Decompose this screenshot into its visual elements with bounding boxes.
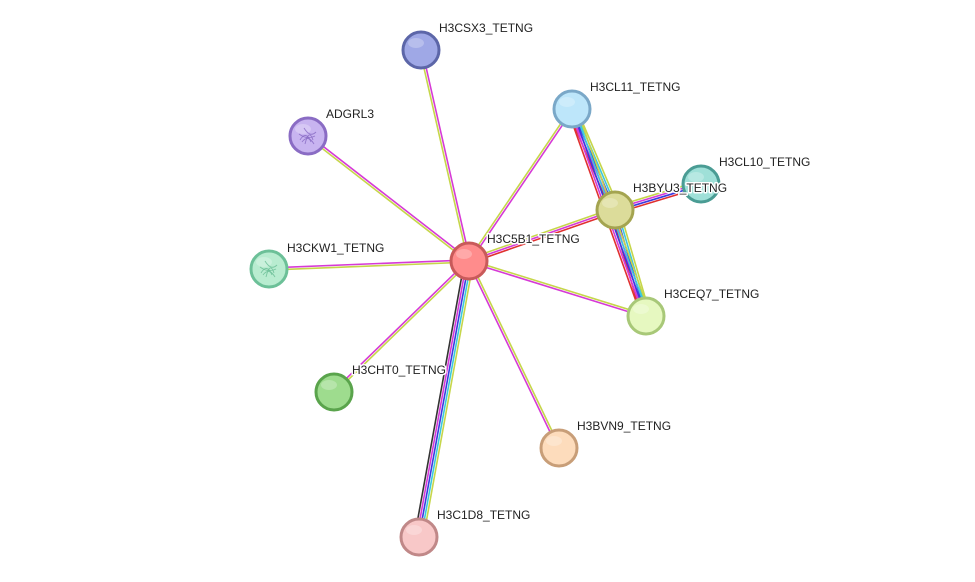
edge-evidence-line bbox=[468, 209, 616, 262]
node-label: H3C1D8_TETNG bbox=[437, 508, 530, 522]
node-layer: H3C5B1_TETNG H3CSX3_TETNG ADGRL3 H3CL11_TET… bbox=[249, 20, 812, 557]
edge-evidence-line bbox=[420, 261, 472, 538]
node-H3CL11_TETNG[interactable]: H3CL11_TETNG bbox=[552, 79, 682, 129]
node-label: H3CKW1_TETNG bbox=[287, 241, 384, 255]
node-highlight bbox=[406, 525, 422, 535]
edge-evidence-line bbox=[468, 261, 646, 318]
edge-evidence-line bbox=[469, 260, 561, 448]
node-H3BVN9_TETNG[interactable]: H3BVN9_TETNG bbox=[539, 418, 673, 468]
node-H3C5B1_TETNG[interactable]: H3C5B1_TETNG bbox=[449, 231, 581, 281]
node-H3C1D8_TETNG[interactable]: H3C1D8_TETNG bbox=[399, 507, 532, 557]
edge-evidence-line bbox=[308, 134, 471, 261]
edge-evidence-line bbox=[413, 260, 466, 537]
node-circle[interactable] bbox=[314, 372, 354, 412]
node-H3CEQ7_TETNG[interactable]: H3CEQ7_TETNG bbox=[626, 286, 761, 336]
node-circle[interactable] bbox=[681, 164, 721, 204]
node-highlight bbox=[546, 436, 562, 446]
node-highlight bbox=[602, 198, 618, 208]
node-label: H3CEQ7_TETNG bbox=[664, 287, 759, 301]
protein-structure-icon bbox=[298, 127, 317, 145]
node-label: H3C5B1_TETNG bbox=[487, 232, 580, 246]
node-H3CKW1_TETNG[interactable]: H3CKW1_TETNG bbox=[249, 240, 386, 289]
node-highlight bbox=[256, 257, 272, 267]
edge-evidence-line bbox=[269, 261, 470, 271]
edge-evidence-line bbox=[334, 261, 471, 394]
node-circle[interactable] bbox=[401, 30, 441, 70]
node-circle[interactable] bbox=[399, 517, 439, 557]
node-label: H3BVN9_TETNG bbox=[577, 419, 671, 433]
node-circle[interactable] bbox=[552, 89, 592, 129]
node-highlight bbox=[456, 249, 472, 259]
node-circle[interactable] bbox=[539, 428, 579, 468]
edge-H3C5B1_TETNG-H3CHT0_TETNG[interactable] bbox=[332, 259, 471, 394]
node-label: H3CL10_TETNG bbox=[719, 155, 810, 169]
node-highlight bbox=[408, 38, 424, 48]
edge-evidence-line bbox=[332, 259, 469, 392]
edge-evidence-line bbox=[416, 260, 468, 537]
edge-H3C5B1_TETNG-H3CL11_TETNG[interactable] bbox=[467, 107, 574, 263]
node-H3CL10_TETNG[interactable]: H3CL10_TETNG bbox=[681, 154, 812, 204]
node-highlight bbox=[688, 172, 704, 182]
edge-H3C5B1_TETNG-H3CKW1_TETNG[interactable] bbox=[268, 259, 470, 271]
node-circle[interactable] bbox=[626, 296, 666, 336]
node-H3CSX3_TETNG[interactable]: H3CSX3_TETNG bbox=[401, 20, 535, 70]
edge-evidence-line bbox=[421, 49, 471, 261]
edge-evidence-line bbox=[306, 136, 469, 263]
node-H3CHT0_TETNG[interactable]: H3CHT0_TETNG bbox=[314, 362, 448, 412]
edge-evidence-line bbox=[418, 260, 470, 538]
node-label: H3CSX3_TETNG bbox=[439, 21, 533, 35]
edge-H3C5B1_TETNG-H3CEQ7_TETNG[interactable] bbox=[468, 259, 647, 318]
edge-evidence-line bbox=[467, 107, 572, 261]
edge-H3C5B1_TETNG-H3BVN9_TETNG[interactable] bbox=[467, 260, 561, 449]
edge-evidence-line bbox=[467, 261, 559, 449]
edge-H3C5B1_TETNG-ADGRL3[interactable] bbox=[306, 134, 471, 263]
node-highlight bbox=[321, 380, 337, 390]
edge-H3C5B1_TETNG-H3CSX3_TETNG[interactable] bbox=[419, 49, 471, 262]
node-highlight bbox=[295, 124, 311, 134]
node-circle[interactable] bbox=[595, 190, 635, 230]
edge-evidence-line bbox=[419, 50, 469, 262]
node-H3BYU3_TETNG[interactable]: H3BYU3_TETNG bbox=[595, 180, 729, 230]
node-label: ADGRL3 bbox=[326, 107, 374, 121]
node-label: H3CL11_TETNG bbox=[590, 80, 680, 94]
node-circle[interactable] bbox=[449, 241, 489, 281]
edge-evidence-line bbox=[469, 109, 574, 263]
node-label: H3BYU3_TETNG bbox=[633, 181, 727, 195]
node-highlight bbox=[559, 97, 575, 107]
node-ADGRL3[interactable]: ADGRL3 bbox=[288, 106, 376, 156]
edge-layer bbox=[268, 49, 703, 538]
node-highlight bbox=[633, 304, 649, 314]
edge-H3C5B1_TETNG-H3BYU3_TETNG[interactable] bbox=[468, 207, 616, 264]
node-label: H3CHT0_TETNG bbox=[352, 363, 446, 377]
edge-evidence-line bbox=[468, 207, 615, 260]
edge-evidence-line bbox=[268, 259, 469, 269]
protein-structure-icon bbox=[259, 260, 278, 278]
edge-evidence-line bbox=[469, 259, 647, 316]
edge-evidence-line bbox=[469, 211, 616, 264]
edge-H3C5B1_TETNG-H3C1D8_TETNG[interactable] bbox=[413, 260, 475, 538]
edge-evidence-line bbox=[422, 261, 475, 538]
